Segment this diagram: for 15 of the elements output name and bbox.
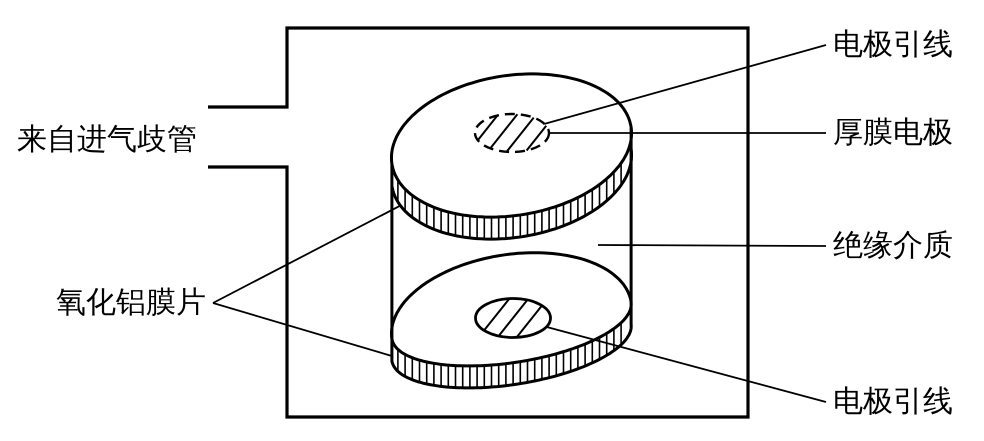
part-label: 厚膜电极 [833, 116, 953, 150]
part-label: 电极引线 [833, 385, 953, 419]
inlet-label: 来自进气歧管 [17, 123, 197, 157]
part-label: 绝缘介质 [833, 229, 953, 263]
leader-line [549, 132, 826, 134]
cylinder-outline [390, 148, 633, 340]
part-label: 氧化铝膜片 [56, 286, 206, 320]
part-label: 电极引线 [833, 28, 953, 62]
leader-line [546, 326, 826, 403]
hatched-electrode [474, 112, 550, 154]
leader-line [544, 44, 826, 125]
leader-line [212, 204, 401, 304]
leader-line [212, 302, 392, 357]
leader-line [598, 244, 826, 247]
hatched-electrode [474, 297, 552, 339]
